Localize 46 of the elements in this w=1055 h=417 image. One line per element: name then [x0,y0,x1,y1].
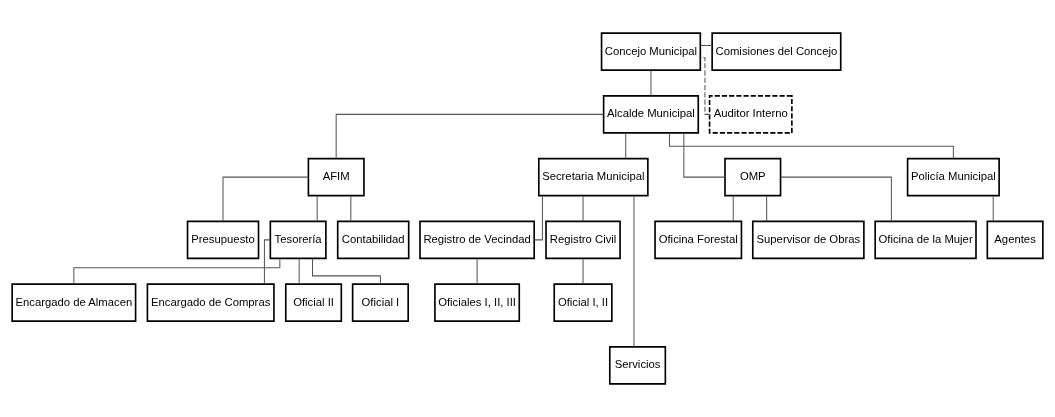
connector [316,195,318,222]
node-box: Oficial I [351,283,409,322]
connector [650,69,652,97]
node-box: Registro Civil [545,220,621,260]
connector [582,195,584,222]
node-box: OMP [724,157,782,197]
node-box: Servicios [608,346,667,385]
node-box: Comisiones del Concejo [711,32,842,71]
node-box: Oficial II [284,283,343,322]
node-box: Supervisor de Obras [751,220,865,260]
connector [780,176,892,222]
node-box: Oficina de la Mujer [874,220,977,260]
node-box: Auditor Interno [708,95,793,134]
node-box: Concejo Municipal [600,32,702,71]
connector [73,258,281,285]
node-box: Secretaria Municipal [538,157,649,197]
node-box: Presupuesto [186,220,260,260]
connector [222,176,309,222]
node-box: Encargado de Almacen [11,283,137,322]
node-box: Oficina Forestal [654,220,743,260]
connector [350,195,352,222]
node-box: Policía Municipal [906,157,1000,197]
connector [992,195,994,222]
connector [476,258,478,285]
connector [732,195,734,222]
node-box: Tesorería [269,220,327,260]
connector [312,258,381,285]
connector [533,195,543,241]
node-box: Oficiales I, II, III [434,283,521,322]
node-box: Alcalde Municipal [602,95,700,134]
node-box: Registro de Vecindad [419,220,535,260]
connector [298,258,300,285]
connector [766,195,768,222]
connector [335,113,604,159]
connector [699,57,710,115]
node-box: AFIM [307,157,365,197]
connector [700,44,713,46]
node-box: Contabilidad [336,220,410,260]
connector [263,239,271,285]
node-box: Oficial I, II [553,283,613,322]
connector [683,132,726,178]
node-box: Agentes [986,220,1044,260]
connector [625,132,627,159]
connector [633,195,635,348]
node-box: Encargado de Compras [146,283,275,322]
connector [582,258,584,285]
